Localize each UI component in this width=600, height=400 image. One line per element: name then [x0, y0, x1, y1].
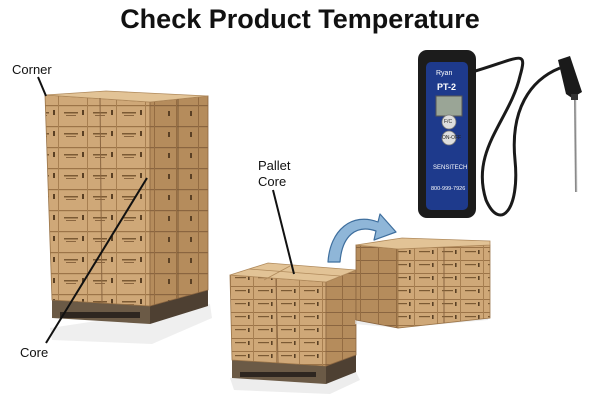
device-phone: 800-999-7926 [431, 186, 466, 192]
device-model: PT-2 [437, 82, 457, 92]
lcd-display [435, 95, 463, 117]
move-arrow [327, 213, 397, 263]
device-brand: Ryan [436, 70, 453, 77]
core-pointer [45, 177, 148, 344]
pallet-core-label-line2: Core [258, 174, 287, 189]
pallet-core-pointer [272, 189, 295, 275]
removed-cartons-stack [355, 237, 491, 329]
thermometer-device [418, 50, 582, 218]
corner-label: Corner [12, 62, 52, 77]
corner-pointer [37, 76, 47, 97]
pallet-core-label-line1: Pallet [258, 158, 291, 173]
power-button-shape [441, 130, 457, 146]
page-title: Check Product Temperature [120, 4, 480, 34]
on-off-button[interactable]: ON-OFF [442, 135, 462, 141]
tall-pallet [44, 90, 212, 344]
device-maker: SENSITECH [433, 165, 468, 171]
pallet-core-stack [229, 262, 360, 394]
fc-button[interactable]: F/C [444, 119, 453, 125]
fc-button-shape [441, 114, 457, 130]
core-label: Core [20, 345, 49, 360]
